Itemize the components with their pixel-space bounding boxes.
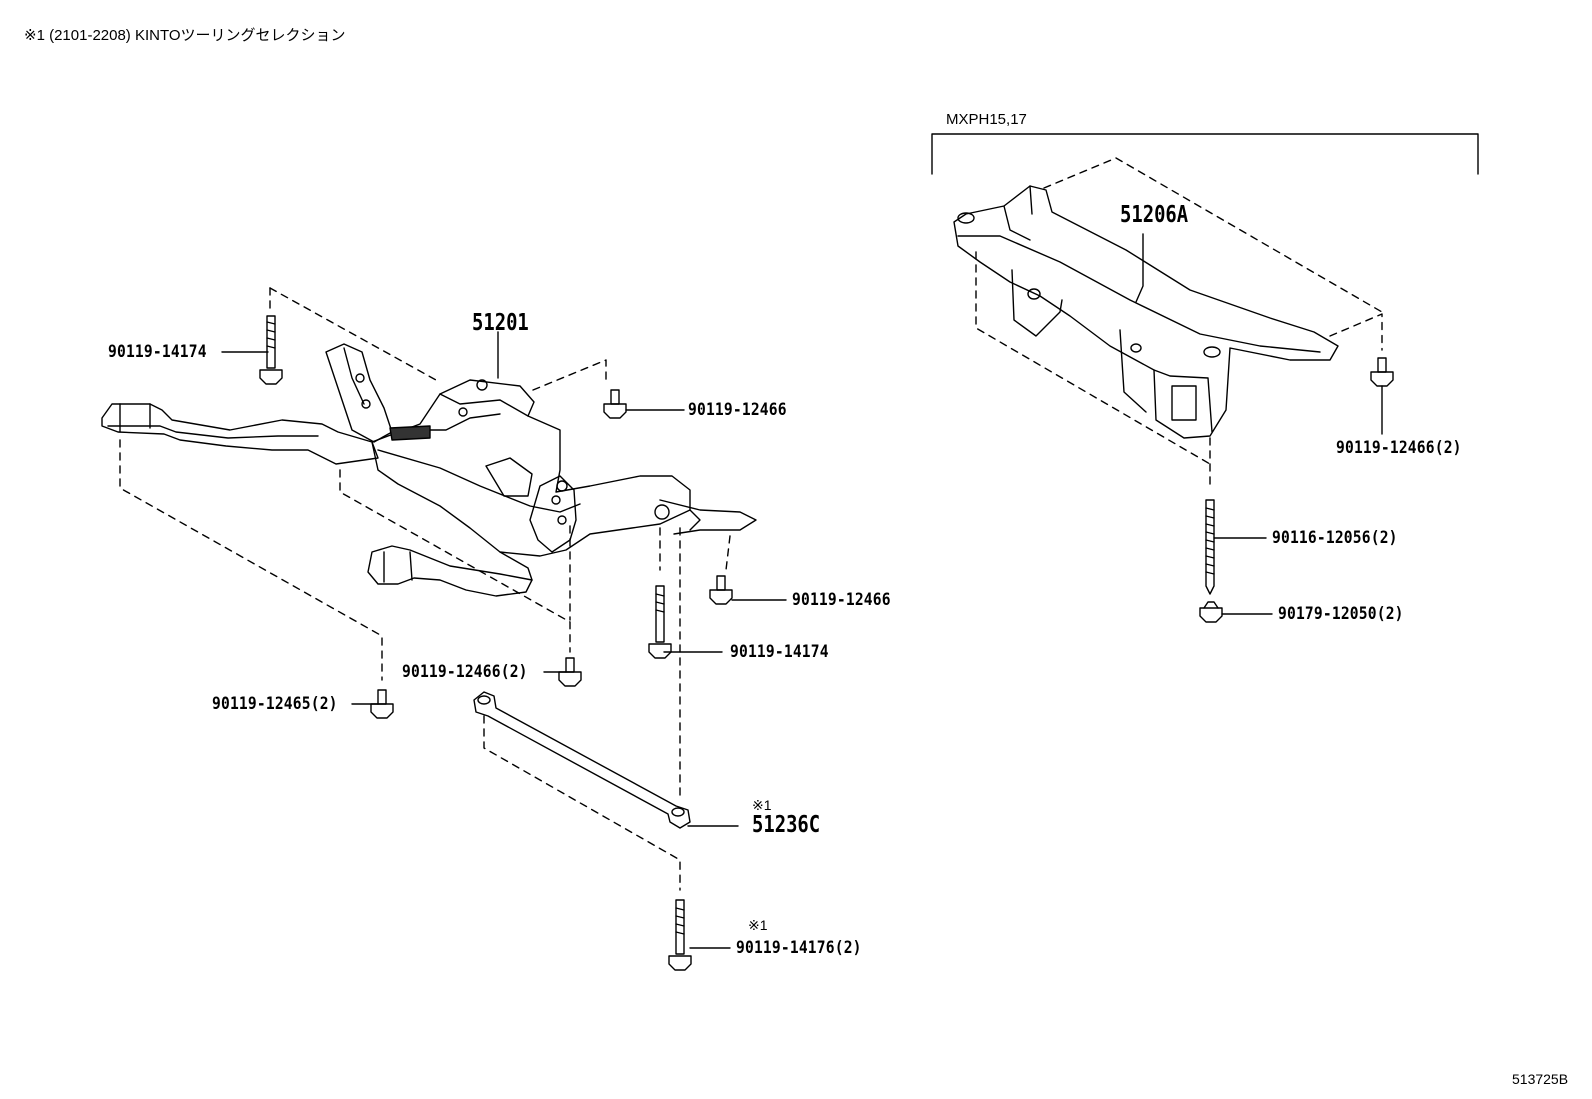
main-assembly-dashed-lines <box>119 287 731 891</box>
variant-nut-illustration <box>1199 601 1223 623</box>
bolt-rear-left-illustration <box>259 315 283 385</box>
variant-bracket <box>931 133 1479 175</box>
part-label-90119-12466-right[interactable]: 90119-12466 <box>792 590 891 610</box>
variant-leader-lines <box>1135 233 1273 615</box>
bolt-brace-applicability-mark: ※1 <box>748 917 768 933</box>
bolt-left-illustration <box>370 689 394 719</box>
front-crossmember-illustration <box>101 343 757 597</box>
bolt-center-illustration <box>558 657 582 687</box>
part-label-90119-14174-front[interactable]: 90119-14174 <box>730 642 829 662</box>
variant-crossmember-illustration <box>953 185 1339 439</box>
part-label-90119-14174-rear[interactable]: 90119-14174 <box>108 342 207 362</box>
part-label-90179-12050[interactable]: 90179-12050(2) <box>1278 604 1404 624</box>
part-label-90119-12465[interactable]: 90119-12465(2) <box>212 694 338 714</box>
variant-dashed-lines <box>975 157 1383 491</box>
bolt-right-arm-illustration <box>709 575 733 605</box>
variant-bolt-illustration <box>1370 357 1394 435</box>
diagram-id: 513725B <box>1512 1071 1569 1087</box>
part-label-90116-12056[interactable]: 90116-12056(2) <box>1272 528 1398 548</box>
applicability-note: ※1 (2101-2208) KINTOツーリングセレクション <box>24 27 346 44</box>
part-label-51236c[interactable]: 51236C <box>752 812 821 838</box>
brace-illustration <box>473 691 691 829</box>
variant-label: MXPH15,17 <box>946 111 1027 128</box>
part-label-51201[interactable]: 51201 <box>472 310 529 336</box>
variant-stud-illustration <box>1205 499 1215 595</box>
part-label-90119-14176[interactable]: 90119-14176(2) <box>736 938 862 958</box>
part-label-51206a[interactable]: 51206A <box>1120 202 1189 228</box>
part-label-90119-12466-center[interactable]: 90119-12466(2) <box>402 662 528 682</box>
bolt-front-long-illustration <box>648 585 672 659</box>
bolt-brace-illustration <box>668 899 692 971</box>
bolt-top-right-illustration <box>603 389 627 419</box>
part-label-90119-12466-top[interactable]: 90119-12466 <box>688 400 787 420</box>
part-label-90119-12466-variant[interactable]: 90119-12466(2) <box>1336 438 1462 458</box>
brace-applicability-mark: ※1 <box>752 797 772 813</box>
main-leader-lines <box>221 331 787 949</box>
